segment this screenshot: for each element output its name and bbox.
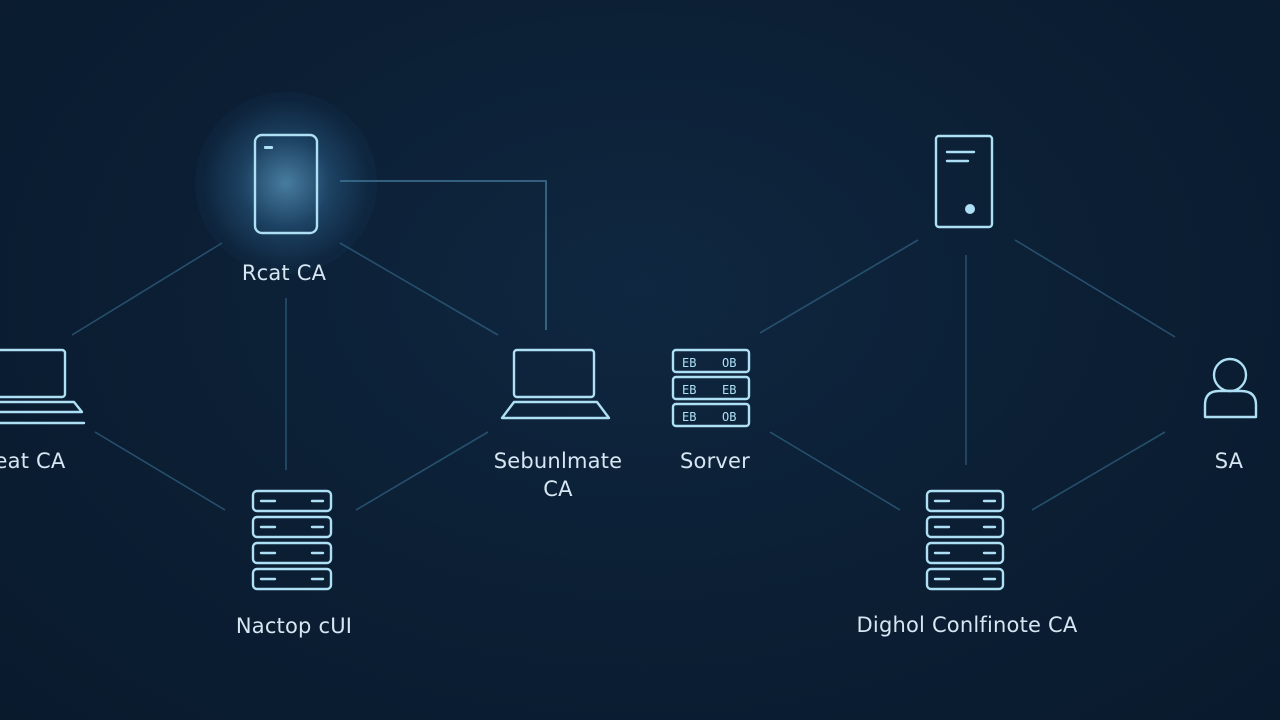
server-label: Sorver xyxy=(680,449,750,473)
connector-lines xyxy=(71,180,1176,511)
subordinate-ca-label: Sebunlmate CA xyxy=(493,449,623,501)
link-root-to-subordinate xyxy=(339,242,499,336)
link-tower-to-user xyxy=(1014,239,1176,338)
left-ca-label: eat CA xyxy=(0,449,66,473)
link-left-to-backup xyxy=(94,431,226,511)
link-subordinate-to-backup xyxy=(355,431,489,511)
panel-row-2-right: EB xyxy=(722,383,736,397)
panel-row-3-right: OB xyxy=(722,410,736,424)
panel-row-2-left: EB xyxy=(682,383,696,397)
server-rack-icon xyxy=(251,489,333,591)
panel-row-3-left: EB xyxy=(682,410,696,424)
link-root-elbow xyxy=(340,180,547,330)
root-ca-glow xyxy=(195,92,377,274)
server-panel-icon: EB OB EB EB EB OB xyxy=(671,348,751,428)
root-ca-label: Rcat CA xyxy=(241,261,327,285)
laptop-icon xyxy=(0,348,86,425)
panel-row-1-left: EB xyxy=(682,356,696,370)
server-rack-icon xyxy=(925,489,1005,591)
laptop-icon xyxy=(500,348,611,420)
user-label: SA xyxy=(1214,449,1244,473)
user-icon xyxy=(1203,357,1258,419)
link-user-to-digital xyxy=(1031,431,1166,511)
digital-certificate-ca-label: Dighol Conlfinote CA xyxy=(856,613,1078,637)
tower-server-icon xyxy=(934,134,994,229)
backup-ca-label: Nactop cUI xyxy=(235,614,353,638)
panel-row-1-right: OB xyxy=(722,356,736,370)
link-server-to-digital xyxy=(769,431,901,511)
link-root-to-left xyxy=(71,242,223,336)
device-icon xyxy=(253,133,319,235)
link-tower-to-server xyxy=(759,239,919,334)
